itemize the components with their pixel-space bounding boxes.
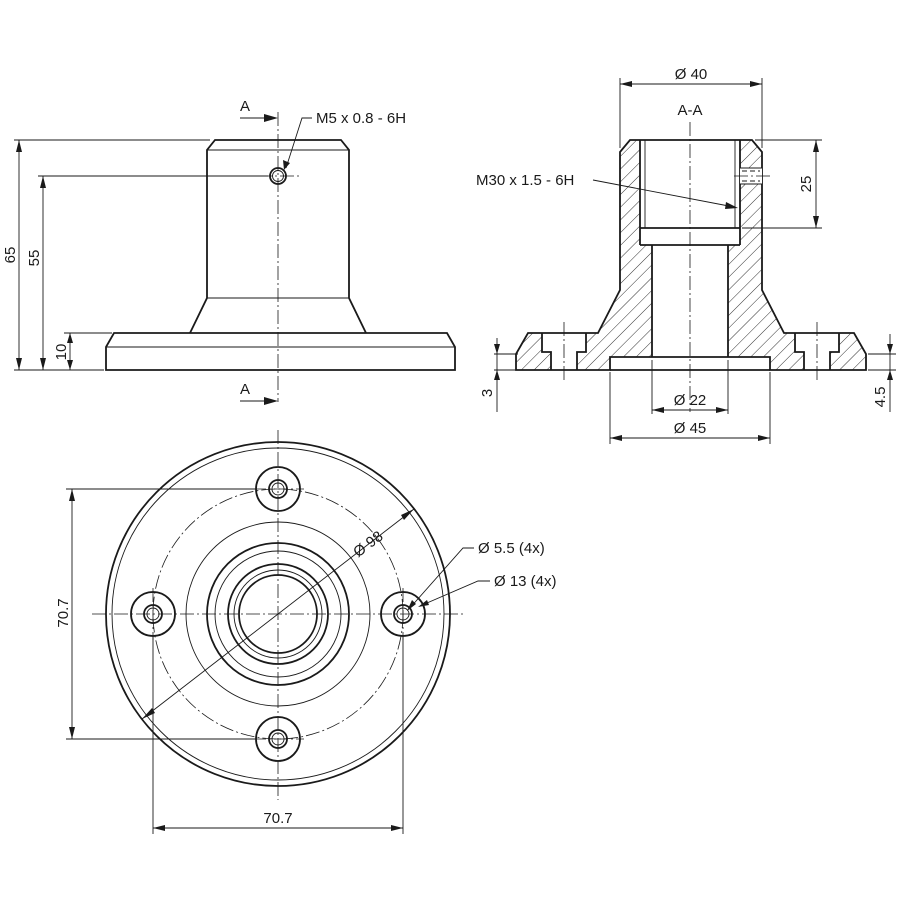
m5-thread-callout: M5 x 0.8 - 6H: [283, 110, 406, 170]
flange-outer-circle: [105, 441, 451, 787]
svg-text:70.7: 70.7: [263, 810, 292, 827]
dim-d13: Ø 13 (4x): [418, 573, 557, 607]
svg-text:25: 25: [798, 176, 815, 193]
section-view: A-A Ø 40 25 M30 x 1.5 - 6H: [476, 66, 896, 444]
svg-text:10: 10: [53, 344, 70, 361]
svg-text:Ø 45: Ø 45: [674, 420, 707, 437]
bore-circle: [227, 563, 329, 665]
dim-4-5: 4.5: [868, 334, 896, 412]
svg-text:M5 x 0.8 - 6H: M5 x 0.8 - 6H: [316, 110, 406, 127]
svg-text:A: A: [240, 98, 250, 115]
svg-text:Ø 13 (4x): Ø 13 (4x): [494, 573, 557, 590]
dim-10: 10: [53, 333, 73, 370]
section-mark-bottom: A: [240, 381, 278, 405]
svg-text:65: 65: [2, 247, 19, 264]
dim-d40: Ø 40: [619, 66, 763, 148]
front-view-flange: [105, 332, 456, 371]
svg-text:M30 x 1.5 - 6H: M30 x 1.5 - 6H: [476, 172, 574, 189]
dim-25: 25: [742, 139, 822, 229]
section-title: A-A: [677, 102, 702, 119]
svg-text:Ø 40: Ø 40: [675, 66, 708, 83]
svg-text:A: A: [240, 381, 250, 398]
dim-3: 3: [479, 338, 518, 412]
dim-65: 65: [2, 140, 22, 370]
dim-70-7-vertical: 70.7: [55, 488, 256, 740]
svg-text:4.5: 4.5: [872, 387, 889, 408]
section-hatch-right: [728, 140, 866, 370]
top-view: Ø 98 Ø 5.5 (4x) Ø 13 (4x) 70.7: [55, 430, 557, 834]
svg-text:70.7: 70.7: [55, 598, 72, 627]
section-mark-top: A: [240, 98, 278, 122]
dim-d22: Ø 22: [651, 360, 729, 414]
svg-text:3: 3: [479, 389, 496, 397]
dim-55: 55: [26, 176, 46, 370]
svg-text:Ø 98: Ø 98: [350, 528, 386, 561]
dim-d45: Ø 45: [609, 372, 771, 444]
dim-d5-5: Ø 5.5 (4x): [407, 540, 545, 611]
svg-text:55: 55: [26, 250, 43, 267]
svg-text:Ø 22: Ø 22: [674, 392, 707, 409]
dim-70-7-horizontal: 70.7: [152, 636, 404, 834]
svg-text:Ø 5.5 (4x): Ø 5.5 (4x): [478, 540, 545, 557]
front-view: A A M5 x 0.8 - 6H 65 55: [2, 98, 456, 405]
m30-thread-callout: M30 x 1.5 - 6H: [476, 172, 738, 209]
section-hatch-left: [516, 140, 652, 370]
